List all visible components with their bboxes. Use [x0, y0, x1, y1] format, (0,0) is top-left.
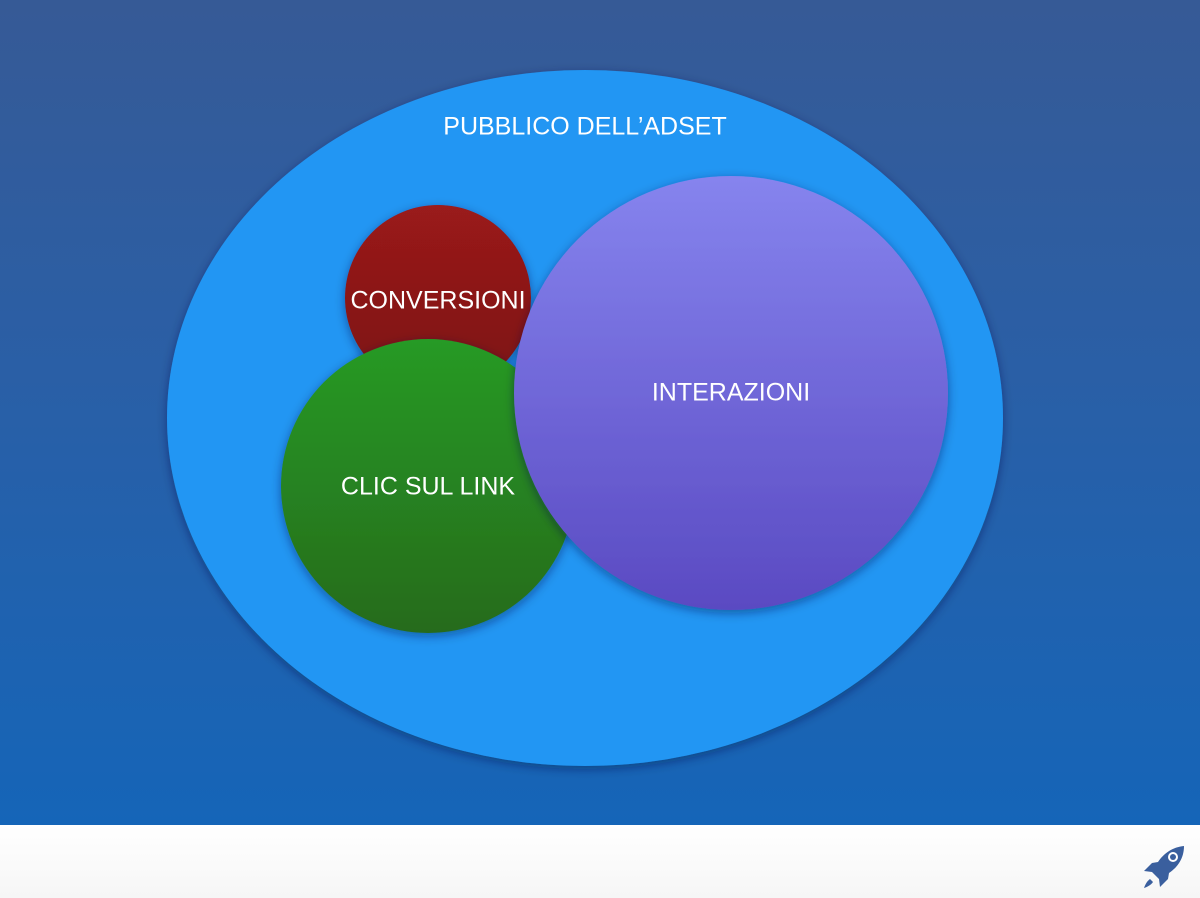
venn-diagram: PUBBLICO DELL’ADSET CONVERSIONI CLIC SUL… — [167, 70, 1003, 766]
slide-footer — [0, 825, 1200, 898]
interactions-set — [514, 176, 948, 610]
interactions-set-label: INTERAZIONI — [652, 379, 810, 407]
slide-canvas: PUBBLICO DELL’ADSET CONVERSIONI CLIC SUL… — [0, 0, 1200, 825]
rocket-icon — [1144, 846, 1184, 888]
audience-set-label: PUBBLICO DELL’ADSET — [443, 113, 726, 141]
conversions-set-label: CONVERSIONI — [350, 287, 525, 315]
link-clicks-set — [281, 339, 575, 633]
link-clicks-set-label: CLIC SUL LINK — [341, 473, 515, 501]
